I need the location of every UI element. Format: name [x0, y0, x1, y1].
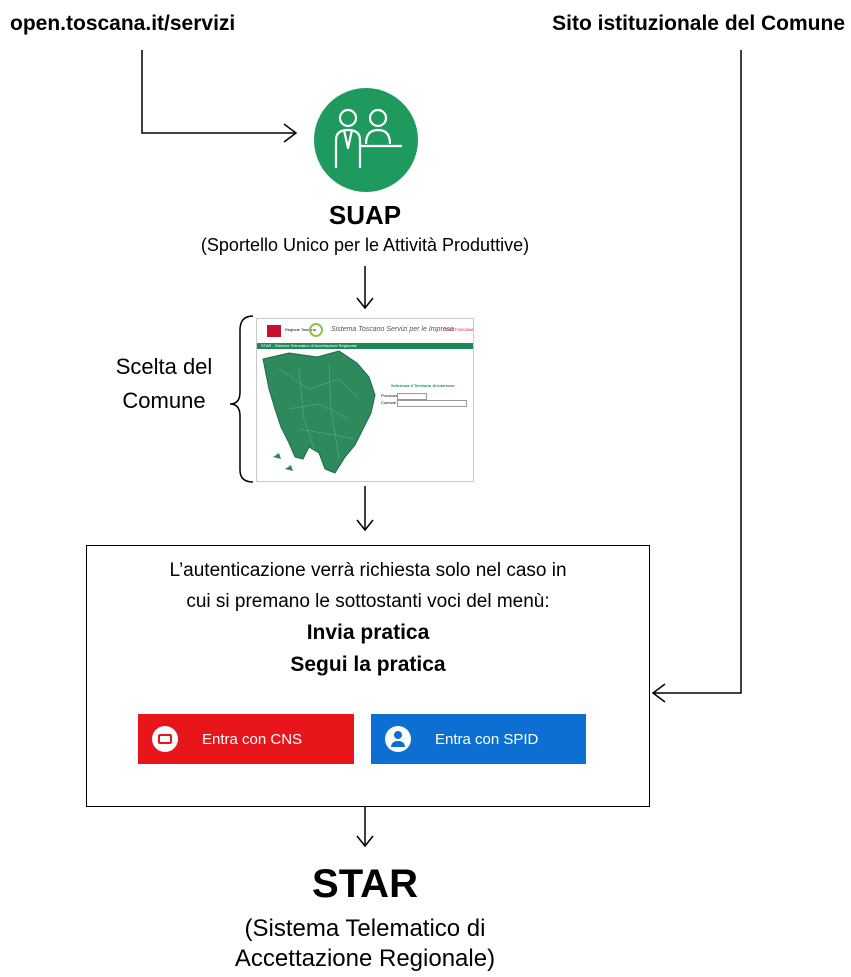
- entra-con-spid-button[interactable]: Entra con SPID: [371, 714, 586, 764]
- cns-button-label: Entra con CNS: [202, 730, 303, 748]
- comune-select[interactable]: [397, 400, 467, 407]
- scelta-line2: Comune: [122, 388, 206, 413]
- screenshot-header: Regione Toscana Sistema Toscano Servizi …: [257, 319, 473, 343]
- arrowhead-down-2: [356, 519, 374, 532]
- tuscany-map: [262, 350, 376, 474]
- field-provincia-label: Provincia: [381, 393, 398, 398]
- curly-bracket: [229, 315, 254, 483]
- bar-text: STAR - Sistema Telematico di Accettazion…: [261, 343, 357, 348]
- people-at-desk-icon: [314, 88, 418, 192]
- connector-right-source: [653, 50, 742, 694]
- menu-segui-pratica: Segui la pratica: [290, 653, 446, 676]
- regione-logo-icon: [267, 325, 281, 337]
- star-title: STAR: [312, 862, 418, 906]
- panel-title: Seleziona il Territorio di interesse: [391, 383, 455, 388]
- arrowhead-down-1: [356, 297, 374, 310]
- star-subtitle-line2: Accettazione Regionale): [234, 945, 496, 972]
- suap-subtitle: (Sportello Unico per le Attività Produtt…: [200, 235, 530, 255]
- smart-card-icon: [152, 726, 178, 752]
- source-sito-comune: Sito istituzionale del Comune: [552, 12, 845, 35]
- auth-text-line1: L’autenticazione verrà richiesta solo ne…: [169, 560, 567, 581]
- arrowhead-down-3: [356, 835, 374, 848]
- comune-selection-screenshot: Regione Toscana Sistema Toscano Servizi …: [256, 318, 474, 482]
- screenshot-bar: STAR - Sistema Telematico di Accettazion…: [257, 343, 473, 349]
- star-logo-icon: [309, 323, 323, 337]
- spid-button-label: Entra con SPID: [435, 730, 539, 748]
- star-subtitle-line1: (Sistema Telematico di: [244, 915, 486, 942]
- entra-con-cns-button[interactable]: Entra con CNS: [138, 714, 354, 764]
- provincia-select[interactable]: [397, 393, 427, 400]
- user-avatar-icon: [385, 726, 411, 752]
- header-left-text: Regione Toscana: [285, 327, 316, 332]
- header-title: Sistema Toscano Servizi per le Imprese: [331, 326, 455, 333]
- scelta-line1: Scelta del: [115, 354, 213, 379]
- auth-text-line2: cui si premano le sottostanti voci del m…: [186, 591, 550, 612]
- arrowhead-to-auth: [651, 683, 666, 703]
- connector-left-source: [141, 50, 296, 134]
- field-comune-label: Comune: [381, 400, 397, 405]
- auth-box: [86, 545, 650, 807]
- header-right-text: OPENTOSCANA: [443, 327, 474, 332]
- menu-invia-pratica: Invia pratica: [306, 621, 430, 644]
- scelta-label: Scelta del Comune: [104, 350, 224, 418]
- suap-title: SUAP: [328, 200, 402, 230]
- source-open-toscana: open.toscana.it/servizi: [10, 12, 236, 35]
- arrowhead-to-suap: [283, 123, 298, 143]
